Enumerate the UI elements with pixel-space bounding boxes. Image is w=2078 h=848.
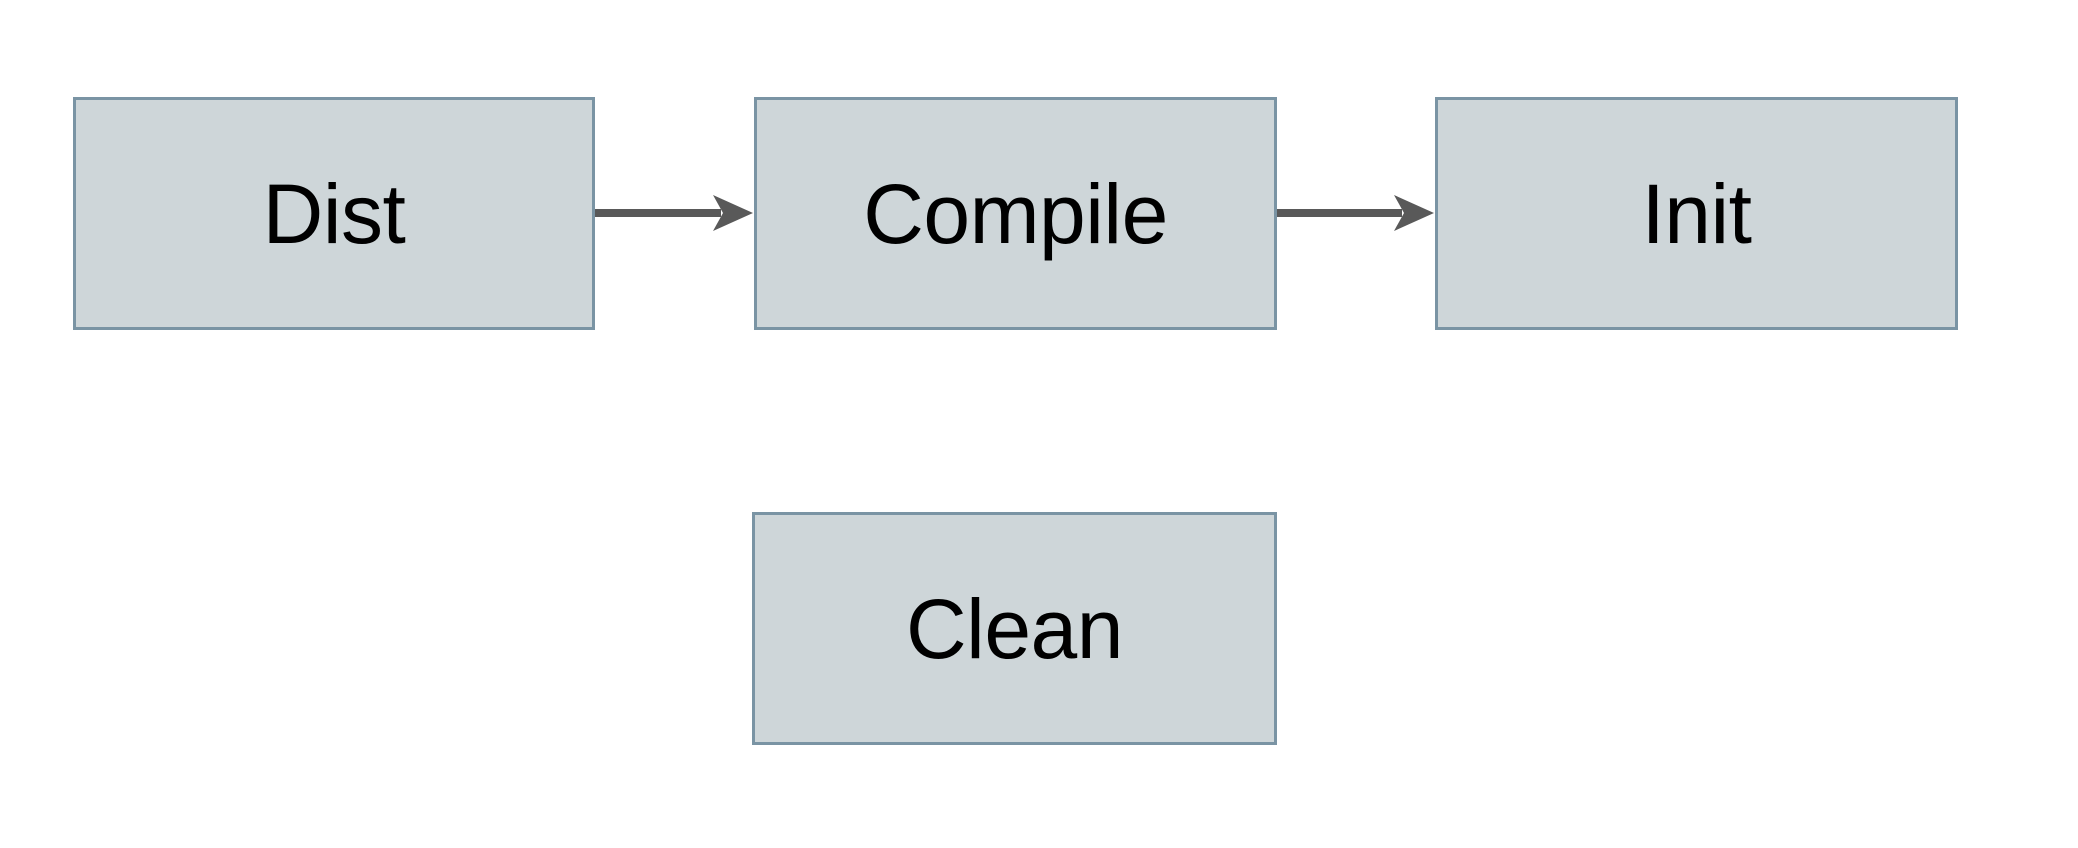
node-label-clean: Clean: [906, 581, 1123, 676]
diagram-node-compile[interactable]: Compile: [754, 97, 1277, 330]
node-label-init: Init: [1641, 166, 1752, 261]
diagram-edge-dist-to-compile[interactable]: [595, 190, 757, 236]
arrow-right-icon: [1277, 195, 1434, 231]
diagram-node-dist[interactable]: Dist: [73, 97, 595, 330]
diagram-node-init[interactable]: Init: [1435, 97, 1958, 330]
diagram-edge-compile-to-init[interactable]: [1277, 190, 1438, 236]
arrow-right-icon: [595, 195, 753, 231]
node-label-dist: Dist: [262, 166, 406, 261]
diagram-node-clean[interactable]: Clean: [752, 512, 1277, 745]
node-label-compile: Compile: [863, 166, 1168, 261]
